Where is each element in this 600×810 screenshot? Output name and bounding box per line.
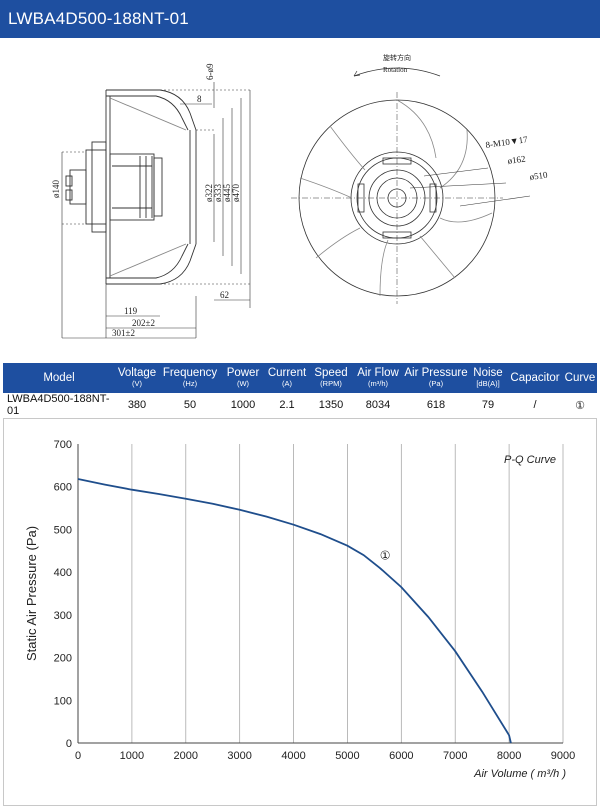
label-d162: ø162: [507, 154, 526, 166]
cell-voltage: 380: [127, 399, 147, 411]
x-tick-label: 3000: [227, 750, 251, 762]
spec-table: Model Voltage(V) Frequency(Hz) Power(W) …: [3, 363, 597, 417]
cell-current: 2.1: [279, 399, 295, 411]
dimension-drawing: 6-ø9 8 ø140 ø322 ø333 ø445 ø470 62 119 2…: [51, 53, 549, 339]
y-tick-label: 300: [54, 610, 72, 622]
cell-noise: 79: [481, 399, 495, 411]
col-model: Model: [3, 363, 115, 393]
label-d510: ø510: [529, 170, 549, 182]
label-d445: ø445: [222, 184, 232, 203]
label-holes-top: 6-ø9: [205, 63, 215, 80]
y-tick-label: 100: [54, 695, 72, 707]
front-view: [291, 92, 503, 304]
label-dim-202: 202±2: [132, 318, 155, 328]
label-d470: ø470: [231, 184, 241, 203]
label-dim-8: 8: [197, 94, 202, 104]
spec-table-header: Model Voltage(V) Frequency(Hz) Power(W) …: [3, 363, 597, 393]
col-current: Current(A): [265, 363, 309, 393]
y-tick-label: 500: [54, 524, 72, 536]
pq-chart: 0 1000 2000 3000 4000 5000 6000 7000 8000 9000 0 10…: [24, 439, 575, 780]
cell-curve: ①: [575, 399, 585, 412]
page-header: LWBA4D500-188NT-01: [0, 0, 600, 38]
x-tick-label: 9000: [551, 750, 575, 762]
label-rotation-cn: 旋转方向: [383, 53, 411, 62]
x-tick-label: 1000: [120, 750, 144, 762]
x-axis-label: Air Volume ( m³/h ): [473, 768, 566, 780]
x-tick-label: 6000: [389, 750, 413, 762]
label-dim-62: 62: [220, 290, 229, 300]
label-holes-m10: 8-M10▼17: [485, 134, 529, 150]
col-noise: Noise[dB(A)]: [469, 363, 507, 393]
col-speed: Speed(RPM): [309, 363, 353, 393]
y-axis-label: Static Air Pressure (Pa): [24, 526, 39, 661]
col-capacitor: Capacitor: [507, 363, 563, 393]
x-tick-label: 8000: [497, 750, 521, 762]
y-tick-label: 0: [66, 738, 72, 750]
label-d333: ø333: [213, 184, 223, 203]
col-voltage: Voltage(V): [115, 363, 159, 393]
col-power: Power(W): [221, 363, 265, 393]
pq-curve-line: [77, 478, 512, 744]
product-title: LWBA4D500-188NT-01: [8, 9, 189, 28]
cell-speed: 1350: [318, 399, 344, 411]
chart-title: P-Q Curve: [504, 454, 556, 466]
label-rotation-en: Rotation: [383, 66, 408, 74]
front-view-labels: 旋转方向 Rotation 8-M10▼17 ø162 ø510: [383, 53, 549, 182]
cell-frequency: 50: [183, 399, 197, 411]
x-tick-label: 7000: [443, 750, 467, 762]
label-dim-301: 301±2: [112, 328, 135, 338]
cell-model: LWBA4D500-188NT-01: [7, 393, 110, 417]
label-dim-119: 119: [124, 306, 138, 316]
y-tick-label: 600: [54, 482, 72, 494]
side-view-dimensions: [61, 82, 251, 339]
x-tick-label: 5000: [335, 750, 359, 762]
cell-airpressure: 618: [426, 399, 446, 411]
cell-power: 1000: [230, 399, 256, 411]
x-tick-label: 0: [75, 750, 81, 762]
label-d322: ø322: [204, 184, 214, 202]
pq-chart-panel: 0 1000 2000 3000 4000 5000 6000 7000 8000 9000 0 10…: [3, 418, 597, 806]
side-view-labels: 6-ø9 8 ø140 ø322 ø333 ø445 ø470 62 119 2…: [51, 63, 241, 338]
y-tick-label: 400: [54, 567, 72, 579]
x-tick-label: 4000: [281, 750, 305, 762]
cell-capacitor: /: [533, 399, 537, 411]
front-view-leaders: [409, 167, 531, 207]
rotation-arrow: [353, 67, 441, 77]
y-tick-label: 700: [54, 439, 72, 451]
col-airflow: Air Flow(m³/h): [353, 363, 403, 393]
y-tick-label: 200: [54, 653, 72, 665]
x-tick-label: 2000: [174, 750, 198, 762]
col-frequency: Frequency(Hz): [159, 363, 221, 393]
cell-airflow: 8034: [365, 399, 391, 411]
side-view: [65, 89, 197, 285]
col-airpressure: Air Pressure(Pa): [403, 363, 469, 393]
label-d140: ø140: [51, 180, 61, 199]
table-row: LWBA4D500-188NT-01 380 50 1000 2.1 1350 …: [3, 393, 597, 417]
curve-annotation: ①: [380, 548, 391, 562]
col-curve: Curve: [563, 363, 597, 393]
